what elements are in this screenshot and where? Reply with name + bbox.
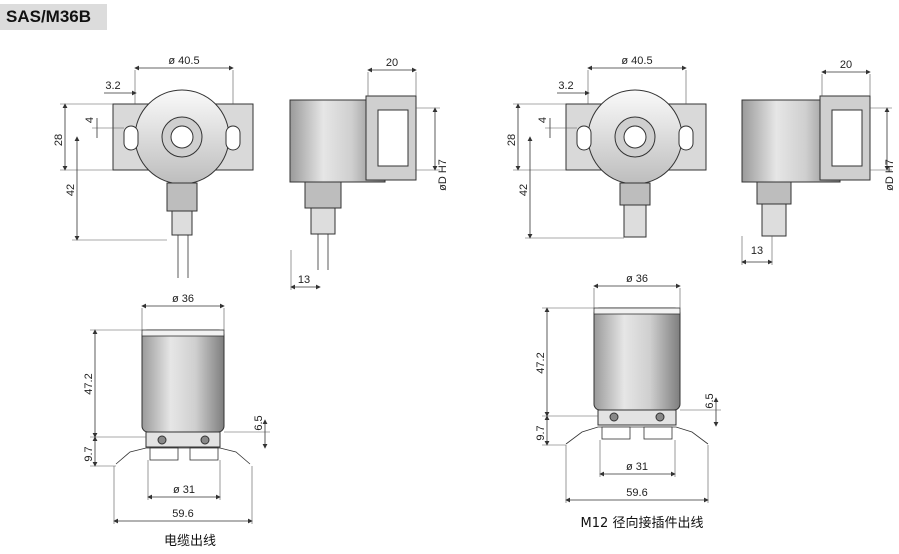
dim-d32-2: 3.2: [558, 80, 573, 92]
dim-d28-2: 28: [506, 134, 518, 146]
dim-d405-2: ø 40.5: [621, 55, 652, 67]
dim-d13: 13: [298, 274, 310, 286]
dim-d405: ø 40.5: [168, 55, 199, 67]
dim-d97: 9.7: [83, 446, 95, 461]
connector-front-view: [565, 89, 707, 238]
dim-d32: 3.2: [105, 80, 120, 92]
cable-front-dims: ø 40.5 3.2 28 4 42: [53, 55, 234, 241]
dim-d20-2: 20: [840, 59, 852, 71]
dim-d31: ø 31: [173, 484, 195, 496]
dim-d472: 47.2: [83, 373, 95, 394]
connector-side-view: [741, 95, 871, 237]
connector-front-dims: ø 40.5 3.2 28 4 42: [506, 55, 687, 239]
dim-d472-2: 47.2: [535, 352, 547, 373]
cable-top-view: [115, 329, 251, 465]
dim-d13-2: 13: [751, 245, 763, 257]
cable-front-view: [112, 89, 254, 278]
dim-d4: 4: [84, 117, 96, 123]
dim-d31-2: ø 31: [626, 461, 648, 473]
dim-d65: 6.5: [253, 415, 265, 430]
dim-d36: ø 36: [172, 293, 194, 305]
dim-d42: 42: [65, 184, 77, 196]
connector-side-dims: 20 øD H7 13: [741, 59, 896, 265]
caption-cable: 电缆出线: [164, 533, 216, 549]
connector-top-dims: ø 36 47.2 9.7 6.5 ø 31 59.6: [535, 273, 721, 503]
dim-d20: 20: [386, 57, 398, 69]
dim-dDH7-2: øD H7: [884, 159, 896, 191]
dim-d596-2: 59.6: [626, 487, 647, 499]
connector-top-view: [565, 307, 709, 445]
dim-d596: 59.6: [172, 508, 193, 520]
dim-d28: 28: [53, 134, 65, 146]
dim-d42-2: 42: [518, 184, 530, 196]
cable-top-dims: ø 36 47.2 9.7 6.5 ø 31 59.6: [83, 293, 270, 524]
dim-d36-2: ø 36: [626, 273, 648, 285]
model-title: SAS/M36B: [0, 4, 107, 30]
dim-dDH7: øD H7: [437, 159, 449, 191]
dim-d4-2: 4: [537, 117, 549, 123]
dim-d65-2: 6.5: [704, 393, 716, 408]
dim-d97-2: 9.7: [535, 425, 547, 440]
caption-connector: M12 径向接插件出线: [581, 515, 704, 531]
cable-side-view: [289, 95, 417, 270]
cable-side-dims: 20 øD H7 13: [290, 57, 449, 290]
